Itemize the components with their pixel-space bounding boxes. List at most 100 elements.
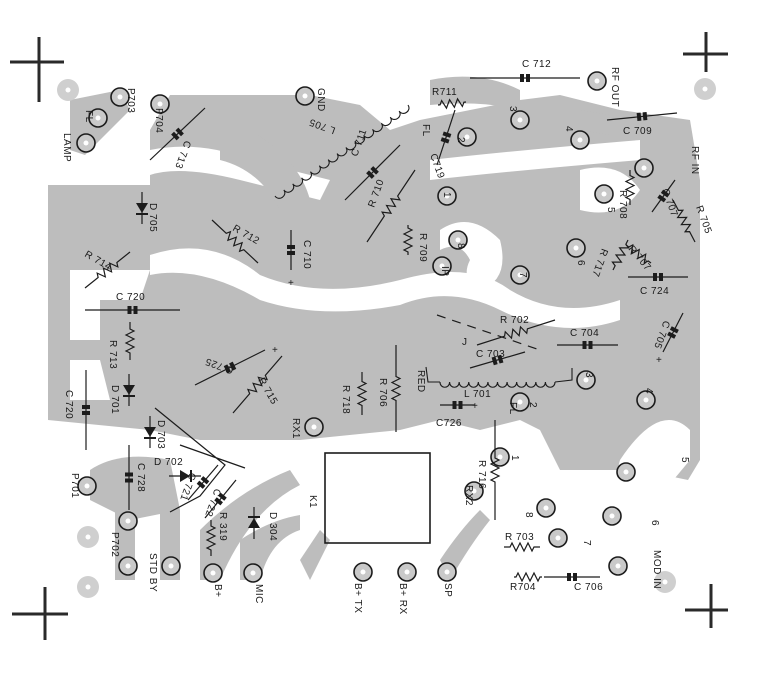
capacitor-plate — [458, 401, 463, 409]
resistor-zigzag — [625, 243, 652, 265]
capacitor-plate — [588, 341, 593, 349]
label-gnd: GND — [315, 88, 326, 112]
capacitor-icon — [171, 127, 184, 141]
capacitor-icon — [125, 472, 133, 483]
resistor-zigzag — [356, 372, 368, 415]
pad-hole — [65, 87, 71, 93]
resistor-zigzag — [84, 251, 131, 289]
capacitor-plate — [133, 306, 138, 314]
capacitor-plate — [366, 170, 375, 179]
pin-6-bot: 6 — [649, 520, 660, 526]
pad-hole — [643, 397, 649, 403]
capacitor-icon — [82, 405, 90, 415]
component-lead — [436, 109, 456, 166]
capacitor-plate — [582, 341, 587, 349]
label-b-plus: B+ — [212, 584, 223, 598]
pad-hole — [85, 584, 91, 590]
registration-marks — [10, 32, 728, 640]
diode-icon — [248, 507, 260, 539]
resistor-zigzag — [124, 322, 136, 360]
pin-1-top: 1 — [441, 192, 452, 198]
component-lead — [149, 107, 206, 161]
capacitor-plate — [214, 497, 223, 506]
label-r319: R 319 — [217, 512, 228, 541]
resistor-zigzag — [402, 225, 414, 255]
capacitor-plate — [667, 331, 677, 339]
resistor-zigzag — [205, 520, 217, 556]
resistor-icon — [402, 225, 414, 255]
label-rx2: RX2 — [463, 485, 474, 506]
component-lead — [469, 351, 526, 369]
label-r709: R 709 — [417, 233, 428, 262]
capacitor-plate — [196, 480, 206, 489]
label-p701: P701 — [69, 473, 80, 498]
component-lead — [204, 479, 237, 519]
pad-hole — [444, 569, 450, 575]
crosshair-icon — [685, 584, 728, 628]
pad-hole — [84, 483, 90, 489]
pad-hole — [609, 513, 615, 519]
pad-hole — [702, 86, 708, 92]
component-lead — [662, 312, 684, 353]
label-c720-side: C 720 — [63, 390, 74, 419]
capacitor-plate — [171, 131, 180, 141]
coil-lead — [425, 366, 440, 383]
inductor-l705-coil — [274, 104, 410, 199]
pad-hole — [404, 569, 410, 575]
pad-hole — [577, 137, 583, 143]
inductor-l701-coil — [425, 366, 573, 388]
capacitor-icon — [214, 492, 227, 506]
diode-triangle — [136, 203, 148, 213]
pad-hole — [210, 570, 216, 576]
pad-hole — [157, 101, 163, 107]
pin-5-bot: 5 — [679, 457, 690, 463]
label-p702: P702 — [109, 532, 120, 557]
label-fl-3: FL — [420, 124, 431, 137]
capacitor-plate — [287, 251, 295, 255]
resistor-icon — [625, 243, 652, 265]
component-lead — [344, 144, 401, 201]
coil-path — [439, 381, 556, 388]
pad-hole — [517, 399, 523, 405]
component-lead — [187, 464, 219, 501]
capacitor-icon — [582, 341, 593, 349]
capacitor-icon — [287, 245, 295, 255]
resistor-zigzag — [624, 170, 636, 205]
label-d701: D 701 — [109, 385, 120, 414]
crosshair-icon — [10, 37, 64, 102]
capacitor-plate — [520, 74, 524, 82]
label-rf-in: RF IN — [689, 146, 700, 175]
label-r711: R711 — [432, 87, 457, 98]
capacitor-plate — [657, 194, 667, 203]
pad-hole — [517, 117, 523, 123]
pin-3-top: 3 — [507, 106, 518, 112]
capacitor-icon — [196, 476, 210, 489]
pin-3-mid: 3 — [583, 372, 594, 378]
label-p703: P703 — [125, 88, 136, 113]
pad-hole — [85, 534, 91, 540]
diode-triangle — [248, 518, 260, 528]
pad-hole — [594, 78, 600, 84]
crosshair-icon — [12, 587, 68, 640]
pad-hole — [444, 193, 450, 199]
resistor-zigzag — [504, 541, 540, 553]
label-d705: D 705 — [147, 203, 158, 232]
label-c724: C 724 — [640, 286, 669, 297]
pad-hole — [464, 134, 470, 140]
diode-icon — [169, 470, 201, 482]
label-r703: R 703 — [505, 532, 534, 543]
capacitor-icon — [366, 166, 379, 179]
label-c728: C 728 — [135, 463, 146, 492]
coil-path — [274, 104, 410, 199]
capacitor-plate — [669, 326, 679, 334]
resistor-icon — [672, 199, 696, 243]
label-c726: C726 — [436, 418, 462, 429]
resistor-icon — [476, 319, 556, 346]
label-c710: C 710 — [301, 240, 312, 269]
pad-hole — [125, 563, 131, 569]
capacitor-icon — [667, 326, 679, 339]
capacitor-plate — [229, 361, 237, 371]
pad-hole — [615, 563, 621, 569]
capacitor-icon — [127, 306, 138, 314]
capacitor-plate — [567, 573, 571, 581]
